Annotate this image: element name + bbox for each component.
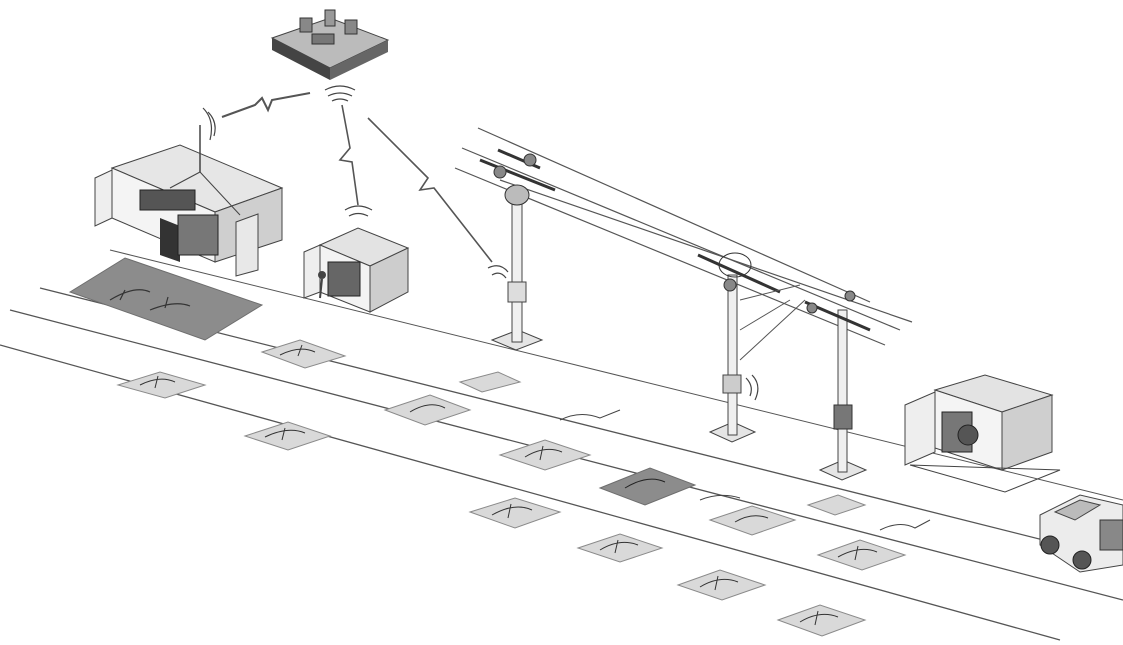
cable-fault-markers (118, 340, 930, 636)
control-center-icon (272, 10, 388, 80)
fault-tile (470, 498, 560, 528)
fault-tile (385, 395, 470, 425)
service-vehicle-icon (1040, 495, 1123, 572)
lightning-link-icon (222, 93, 310, 117)
utility-pole-icon (698, 253, 805, 442)
utility-pole-icon (805, 291, 870, 480)
fault-tile (118, 372, 205, 398)
substation-ground-slab (70, 258, 262, 340)
fault-tile (500, 440, 590, 470)
fault-tile-dark (600, 468, 695, 505)
fault-tile (460, 372, 520, 392)
fault-tile (808, 495, 865, 515)
fault-tile (778, 605, 865, 636)
cable-squiggle (560, 410, 620, 420)
lightning-link-icon (340, 105, 358, 205)
utility-pole-icon (480, 150, 555, 350)
wireless-signal-icon (325, 86, 355, 101)
fault-tile (818, 540, 905, 570)
cable-squiggle (880, 520, 930, 530)
transformer-box-icon (905, 375, 1060, 492)
fault-tile (262, 340, 345, 368)
fault-tile (710, 506, 795, 535)
fault-tile (245, 422, 330, 450)
fault-tile (678, 570, 765, 600)
fault-tile (578, 534, 662, 562)
switchgear-cabinet-icon (304, 228, 408, 312)
